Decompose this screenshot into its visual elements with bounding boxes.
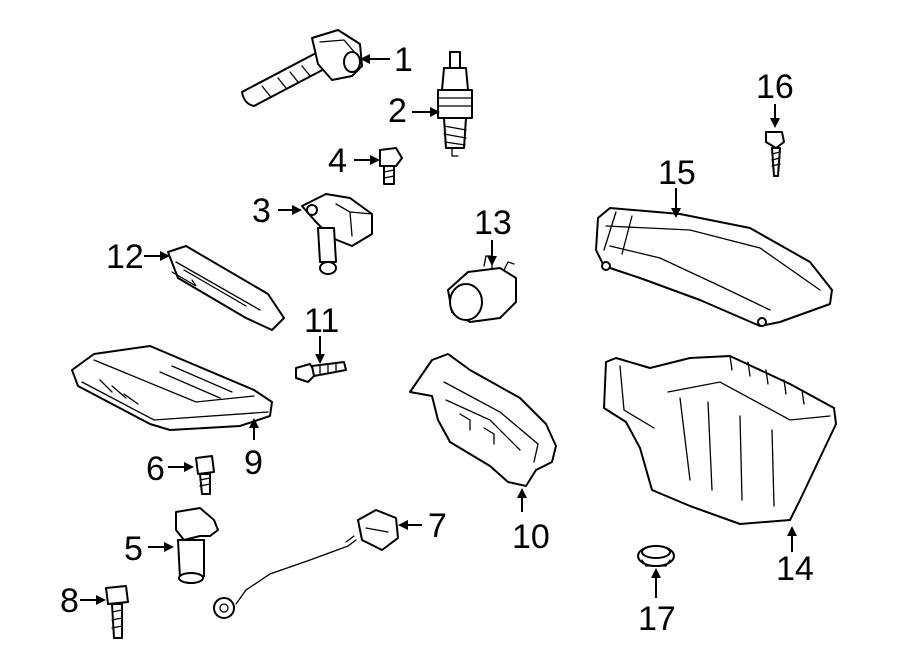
knock-sensor — [213, 509, 399, 619]
label-10: 10 — [512, 518, 550, 556]
bolt-11 — [295, 361, 347, 383]
label-2: 2 — [388, 92, 407, 130]
label-7: 7 — [428, 507, 447, 545]
bolt-4 — [379, 147, 403, 185]
bolt-8 — [105, 585, 129, 639]
bracket-12 — [167, 245, 285, 331]
label-13: 13 — [474, 204, 512, 242]
label-12: 12 — [106, 238, 144, 276]
label-6: 6 — [146, 450, 165, 488]
sensor-5 — [175, 507, 219, 584]
label-9: 9 — [244, 444, 263, 482]
bolt-6 — [195, 455, 215, 495]
label-15: 15 — [658, 154, 696, 192]
engine-control-unit — [71, 345, 273, 431]
sensor-3 — [301, 193, 373, 275]
label-17: 17 — [638, 600, 676, 638]
bolt-16 — [765, 131, 785, 177]
label-11: 11 — [304, 302, 339, 340]
ignition-coil — [241, 29, 363, 107]
spark-plug — [437, 51, 473, 157]
label-5: 5 — [124, 530, 143, 568]
label-14: 14 — [776, 550, 814, 588]
grommet — [637, 545, 675, 567]
label-16: 16 — [756, 68, 794, 106]
air-box-housing — [603, 355, 837, 525]
module-bracket — [409, 353, 557, 487]
label-3: 3 — [252, 192, 271, 230]
air-box-cover — [595, 207, 833, 327]
label-4: 4 — [328, 142, 347, 180]
label-1: 1 — [394, 41, 413, 79]
label-8: 8 — [60, 582, 79, 620]
relay — [447, 255, 517, 323]
